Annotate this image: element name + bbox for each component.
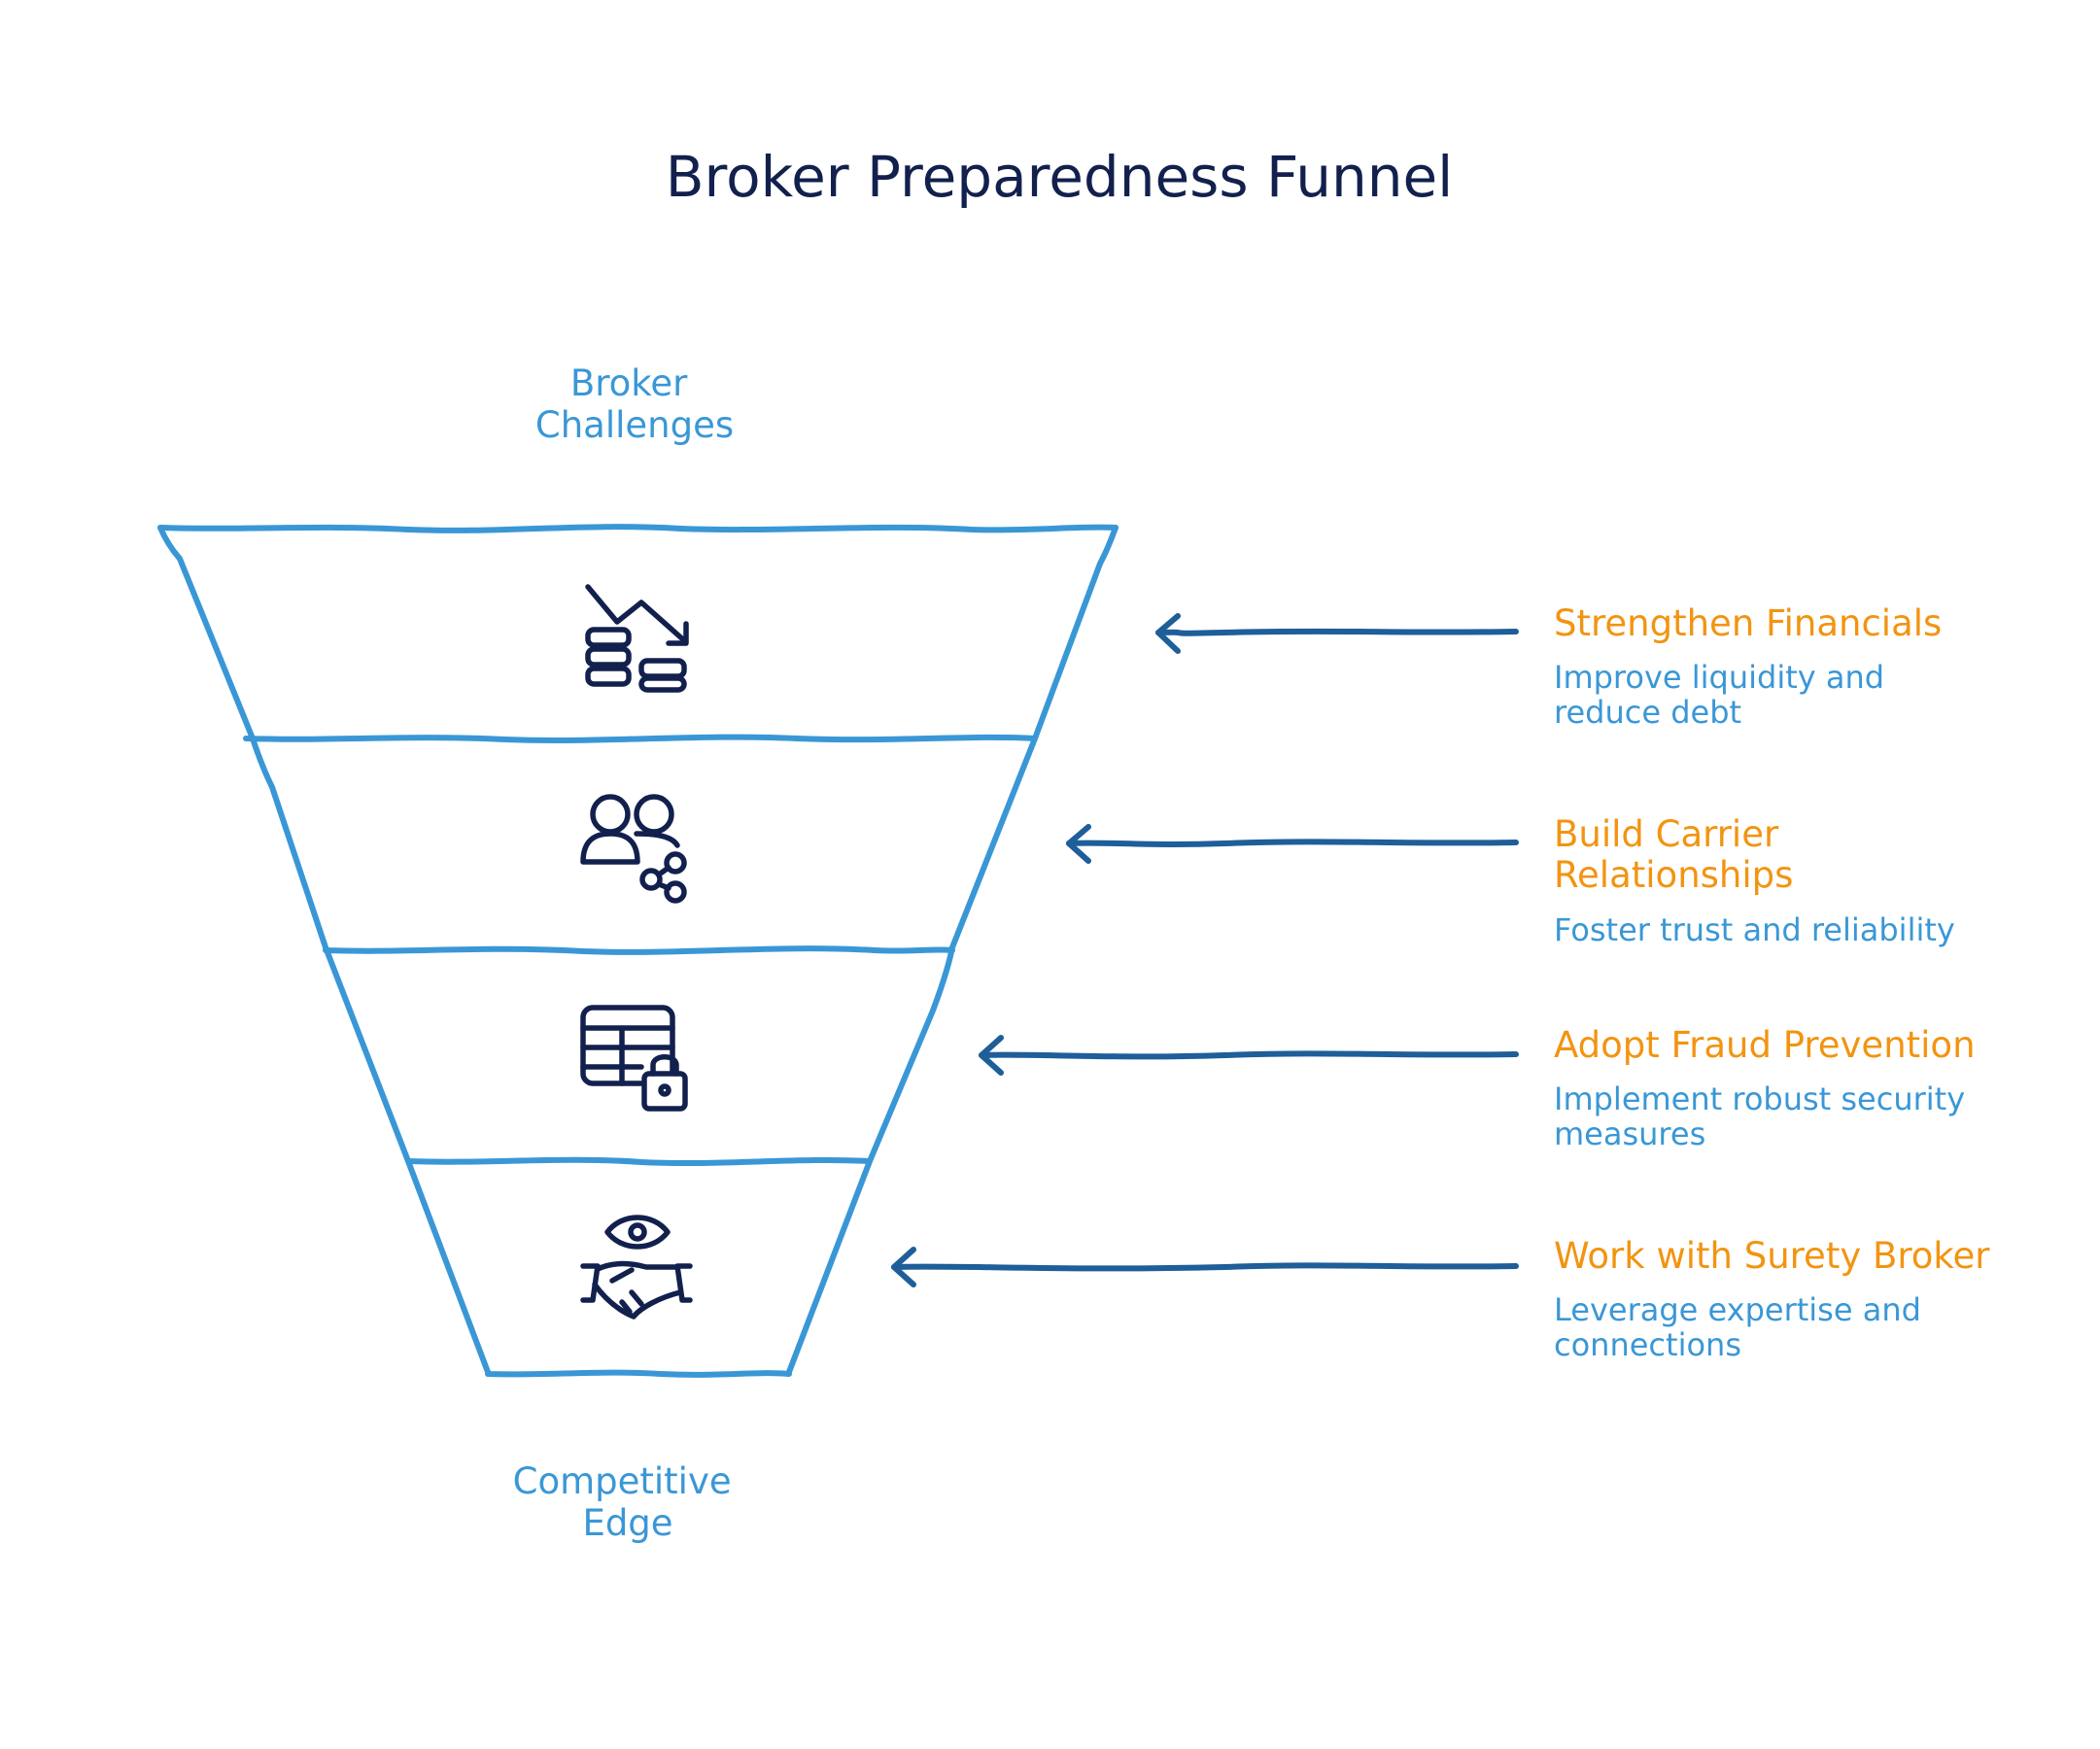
stage-heading-line: Adopt Fraud Prevention	[1554, 1024, 1976, 1066]
stage-heading-line: Relationships	[1554, 854, 1793, 896]
stage-arrows	[891, 613, 1519, 1287]
stage-heading: Work with Surety Broker	[1554, 1235, 1990, 1277]
funnel-bottom-label-line: Competitive	[513, 1460, 732, 1502]
arrow-surety-broker	[891, 1262, 1519, 1272]
stage-heading: Strengthen Financials	[1554, 602, 1942, 644]
stage-4-text: Work with Surety Broker Leverage experti…	[1554, 1235, 1990, 1363]
funnel-divider-3	[405, 1156, 873, 1167]
stage-description-line: connections	[1554, 1326, 1741, 1363]
funnel-shape	[157, 524, 1119, 1378]
stage-1-text: Strengthen Financials Improve liquidity …	[1554, 602, 1942, 731]
stage-3-text: Adopt Fraud Prevention Implement robust …	[1554, 1024, 1976, 1152]
connected-people-icon	[580, 794, 687, 904]
stage-2-text: Build Carrier Relationships Foster trust…	[1554, 813, 1955, 948]
stage-heading-line: Strengthen Financials	[1554, 602, 1942, 644]
arrow-strengthen-financials	[1155, 628, 1519, 636]
stage-heading: Build Carrier Relationships	[1554, 813, 1793, 896]
stage-description-line: reduce debt	[1554, 694, 1741, 731]
funnel-top-label: Broker Challenges	[535, 362, 734, 446]
arrow-build-relationships	[1066, 839, 1519, 847]
stage-description: Implement robust security measures	[1554, 1080, 1975, 1152]
funnel-divider-2	[323, 945, 955, 955]
arrow-head-build-relationships	[1066, 824, 1091, 864]
stage-description: Leverage expertise and connections	[1554, 1291, 1931, 1363]
arrow-fraud-prevention	[979, 1050, 1519, 1060]
arrow-head-strengthen-financials	[1155, 613, 1181, 654]
page-title: Broker Preparedness Funnel	[666, 144, 1454, 210]
stage-description-line: Leverage expertise and	[1554, 1291, 1921, 1328]
stage-description-line: Foster trust and reliability	[1554, 911, 1955, 948]
stage-heading-line: Work with Surety Broker	[1554, 1235, 1990, 1277]
funnel-bottom-edge	[485, 1369, 792, 1378]
locked-database-icon	[580, 1005, 688, 1112]
funnel-bottom-label-line: Edge	[582, 1502, 672, 1544]
arrow-head-fraud-prevention	[979, 1035, 1004, 1076]
funnel-bottom-label: Competitive Edge	[513, 1460, 743, 1544]
stage-description-line: measures	[1554, 1115, 1705, 1152]
stage-description-line: Implement robust security	[1554, 1080, 1965, 1117]
stage-heading-line: Build Carrier	[1554, 813, 1779, 855]
stage-heading: Adopt Fraud Prevention	[1554, 1024, 1976, 1066]
declining-coins-icon	[585, 584, 689, 693]
funnel-top-label-line: Challenges	[535, 404, 734, 446]
funnel-top-label-line: Broker	[570, 362, 688, 404]
funnel-divider-1	[243, 734, 1038, 743]
handshake-eye-icon	[580, 1215, 693, 1320]
arrow-head-surety-broker	[891, 1247, 916, 1287]
stage-description-line: Improve liquidity and	[1554, 659, 1884, 696]
funnel-top-edge	[157, 524, 1119, 533]
stage-description: Foster trust and reliability	[1554, 911, 1955, 948]
stage-description: Improve liquidity and reduce debt	[1554, 659, 1894, 731]
